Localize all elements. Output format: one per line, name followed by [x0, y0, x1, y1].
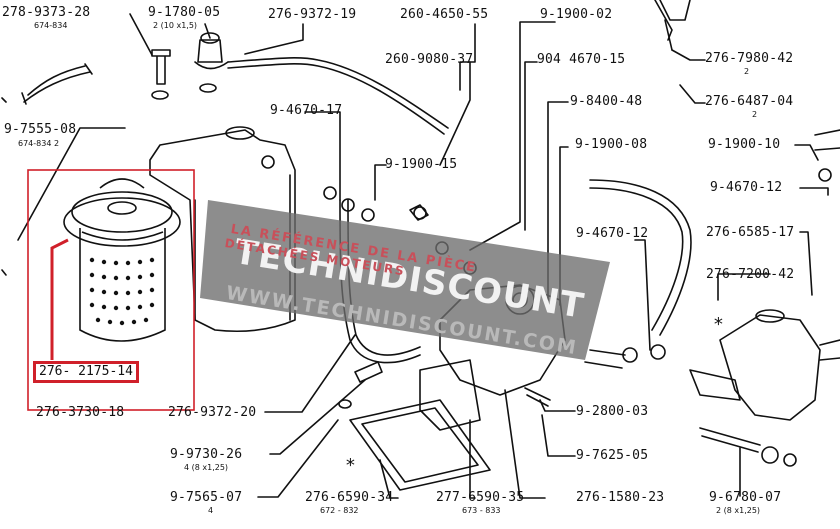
highlight-pointer	[50, 238, 69, 360]
part-label: 276-6585-17	[706, 225, 795, 240]
part-label: 9-1900-10	[708, 137, 781, 152]
part-sublabel: 674-834	[34, 21, 68, 30]
part-sublabel: 673 - 833	[462, 506, 501, 515]
part-label: 9-1900-02	[540, 7, 613, 22]
part-label: 9-7625-05	[576, 448, 649, 463]
part-sublabel: 4	[208, 506, 214, 515]
banjo-fitting	[194, 39, 229, 70]
part-label: 276-6590-34	[305, 490, 394, 505]
part-label: 260-9080-37	[385, 52, 474, 67]
svg-text:*: *	[345, 455, 356, 476]
part-label: 9-7565-07	[170, 490, 243, 505]
part-sublabel: 672 - 832	[320, 506, 359, 515]
part-label: 9-1900-08	[575, 137, 648, 152]
part-sublabel: 2	[744, 67, 750, 76]
watermark-band	[200, 200, 610, 360]
highlighted-part-number: 276- 2175-14	[33, 361, 139, 383]
part-label: 9-9730-26	[170, 447, 243, 462]
part-label: 9-6780-07	[709, 490, 782, 505]
part-label: 276-9372-20	[168, 405, 257, 420]
part-label: 278-9373-28	[2, 5, 91, 20]
part-label: 276-6487-04	[705, 94, 794, 109]
svg-text:*: *	[713, 314, 724, 335]
hose-part	[23, 65, 91, 103]
part-label: 9-8400-48	[570, 94, 643, 109]
part-sublabel: 4 (8 x1,25)	[184, 463, 229, 472]
part-label: 276-1580-23	[576, 490, 665, 505]
part-label: 277-6590-35	[436, 490, 525, 505]
filter-holes	[89, 257, 155, 326]
gasket-flange	[349, 399, 491, 491]
part-sublabel: 2 (10 x1,5)	[153, 21, 198, 30]
part-label: 9-2800-03	[576, 404, 649, 419]
part-label: 276-7200-42	[706, 267, 795, 282]
part-label: 9-4670-12	[576, 226, 649, 241]
part-label: 276-9372-19	[268, 7, 357, 22]
part-label: 276-3730-18	[36, 405, 125, 420]
filter-housing	[149, 129, 296, 332]
highlight-frame	[27, 169, 195, 411]
part-sublabel: 2 (8 x1,25)	[716, 506, 761, 515]
bolt-part	[151, 49, 171, 85]
part-label: 260-4650-55	[400, 7, 489, 22]
part-label: 9-7555-08	[4, 122, 77, 137]
part-label: 9-1900-15	[385, 157, 458, 172]
filter-element	[63, 178, 181, 342]
part-label: 9-1780-05	[148, 5, 221, 20]
fuel-pipe-top	[227, 57, 449, 135]
fuel-pump-right	[719, 314, 821, 421]
part-sublabel: 2	[752, 110, 758, 119]
part-sublabel: 674-834 2	[18, 139, 60, 148]
part-label: 904 4670-15	[537, 52, 626, 67]
part-label: 9-4670-12	[710, 180, 783, 195]
part-label: 9-4670-17	[270, 103, 343, 118]
part-label: 276-7980-42	[705, 51, 794, 66]
